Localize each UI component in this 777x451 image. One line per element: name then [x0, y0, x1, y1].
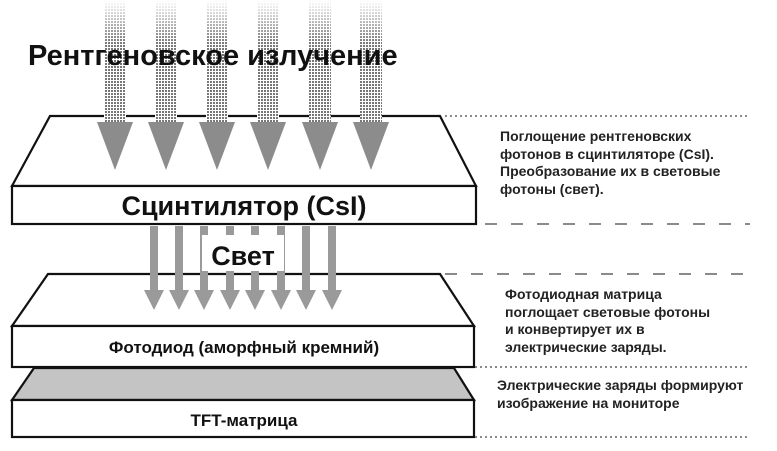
photodiode-layer [9, 272, 477, 369]
description-line: Преобразование их в световые [500, 163, 721, 179]
description-line: фотонов в сцинтиляторе (CsI). [500, 145, 714, 162]
guide-lines [445, 115, 750, 438]
xray-fade-overlay [90, 0, 400, 80]
tft-label: TFT-матрица [191, 411, 299, 430]
light-arrow [296, 226, 316, 310]
description-line: фотоны (свет). [500, 180, 604, 197]
description-line: Электрические заряды формируют [497, 377, 744, 393]
description-line: Фотодиодная матрица [505, 286, 662, 302]
description-line: изображение на мониторе [497, 394, 680, 411]
tft-description: Электрические заряды формируют изображен… [497, 377, 743, 412]
light-arrow [169, 226, 189, 310]
xray-arrows [90, 0, 400, 170]
description-line: поглощает световые фотоны [505, 303, 711, 320]
diagram-title: Рентгеновское излучение [28, 40, 398, 72]
description-line: Поглощение рентгеновских [500, 128, 692, 144]
description-line: электрические заряды. [505, 338, 667, 355]
photodiode-label: Фотодиод (аморфный кремний) [109, 338, 379, 357]
light-arrow [144, 226, 164, 310]
scintillator-description: Поглощение рентгеновских фотонов в сцинт… [500, 128, 720, 198]
scintillator-label: Сцинтилятор (CsI) [121, 191, 366, 221]
light-arrow [322, 226, 342, 310]
light-label: Свет [211, 241, 275, 271]
description-line: и конвертирует их в [505, 321, 645, 337]
light-label-backdrop [202, 235, 284, 271]
photodiode-description: Фотодиодная матрица поглощает световые ф… [505, 286, 710, 356]
tft-layer [9, 366, 476, 439]
